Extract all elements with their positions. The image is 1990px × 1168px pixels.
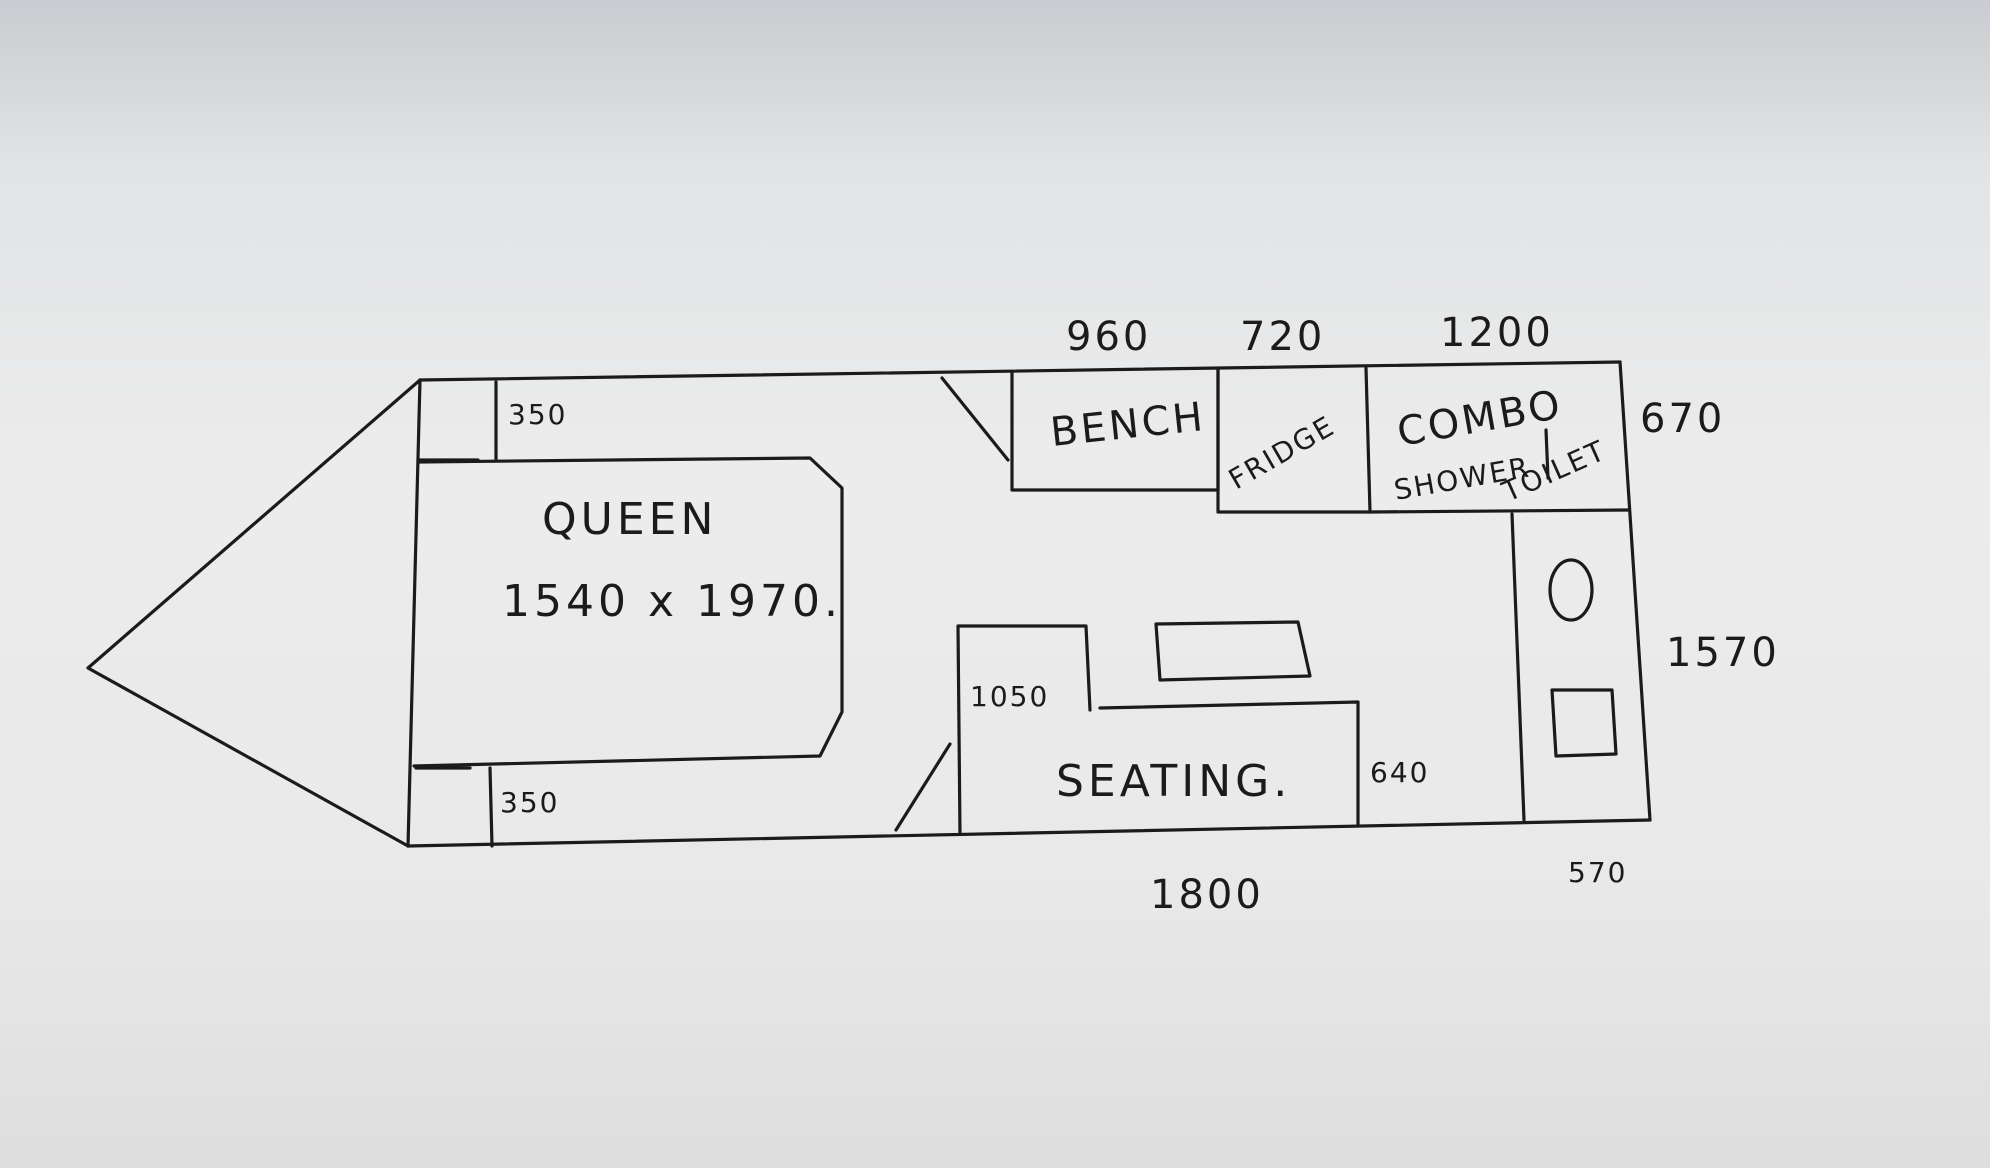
- dim-640: 640: [1370, 756, 1429, 789]
- entry-door-bottom: [894, 742, 952, 832]
- front-top-corner-cabinet: [418, 380, 498, 462]
- seating-outline: [956, 624, 1092, 836]
- toilet-label: TOILET: [1497, 434, 1612, 509]
- bathroom-partition: [1510, 512, 1526, 822]
- seating-backrest: [1098, 700, 1360, 828]
- outer-wall-top: [418, 360, 1622, 382]
- fridge-outline: [1216, 366, 1372, 514]
- combo-room-outline: [1368, 508, 1630, 514]
- table-icon: [1154, 620, 1312, 682]
- dim-1050: 1050: [970, 680, 1049, 713]
- dim-720: 720: [1240, 314, 1325, 360]
- queen-size-label: 1540 x 1970.: [502, 576, 842, 627]
- seating-label: SEATING.: [1056, 756, 1291, 807]
- dim-960: 960: [1066, 314, 1151, 360]
- dim-1570: 1570: [1666, 630, 1780, 676]
- toilet-cistern-icon: [1550, 688, 1618, 758]
- dim-670: 670: [1640, 396, 1725, 442]
- queen-label: QUEEN: [542, 494, 717, 545]
- dim-570: 570: [1568, 856, 1627, 889]
- toilet-bowl-icon: [1548, 558, 1594, 622]
- dim-1200: 1200: [1440, 310, 1554, 356]
- outer-wall-bottom: [406, 818, 1652, 848]
- bench-label: BENCH: [1048, 394, 1208, 456]
- front-bottom-corner-cabinet: [414, 766, 494, 848]
- queen-bed-outline: [412, 456, 844, 768]
- outer-wall-left: [406, 378, 422, 848]
- dim-350-bottom: 350: [500, 786, 559, 819]
- fridge-label: FRIDGE: [1223, 409, 1341, 496]
- shower-toilet-divider: [1544, 428, 1550, 480]
- entry-door-top: [940, 376, 1010, 462]
- dim-1800: 1800: [1150, 872, 1264, 918]
- outer-wall-right: [1618, 360, 1652, 822]
- dim-350-top: 350: [508, 398, 567, 431]
- combo-label: COMBO: [1394, 382, 1567, 456]
- drawbar-outline: [86, 378, 422, 848]
